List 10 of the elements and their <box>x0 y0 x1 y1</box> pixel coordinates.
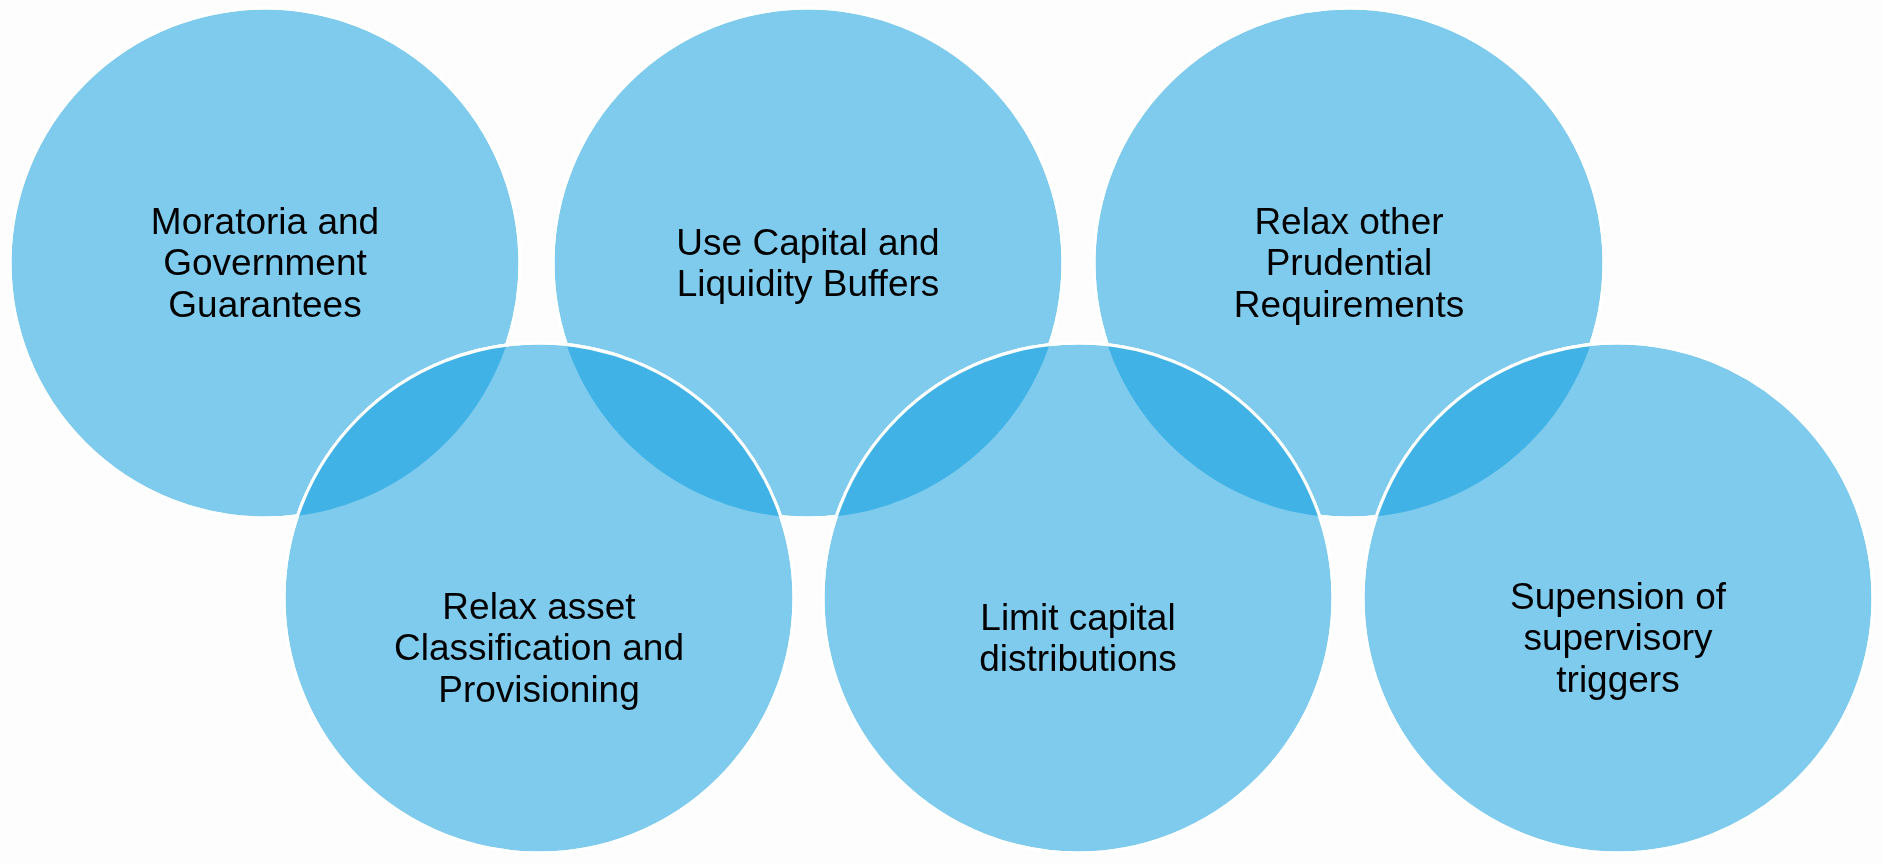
circle-label: Moratoria and Government Guarantees <box>149 200 381 326</box>
circle-label: Supension of supervisory triggers <box>1509 575 1727 701</box>
circle-label: Relax asset Classification and Provisioning <box>393 585 685 711</box>
circle <box>282 341 796 855</box>
circle <box>821 341 1335 855</box>
circle <box>8 6 522 520</box>
circle-label: Use Capital and Liquidity Buffers <box>675 221 941 305</box>
circle-label: Relax other Prudential Requirements <box>1232 200 1466 326</box>
circle-label: Limit capital distributions <box>978 596 1178 680</box>
circle <box>1361 341 1875 855</box>
